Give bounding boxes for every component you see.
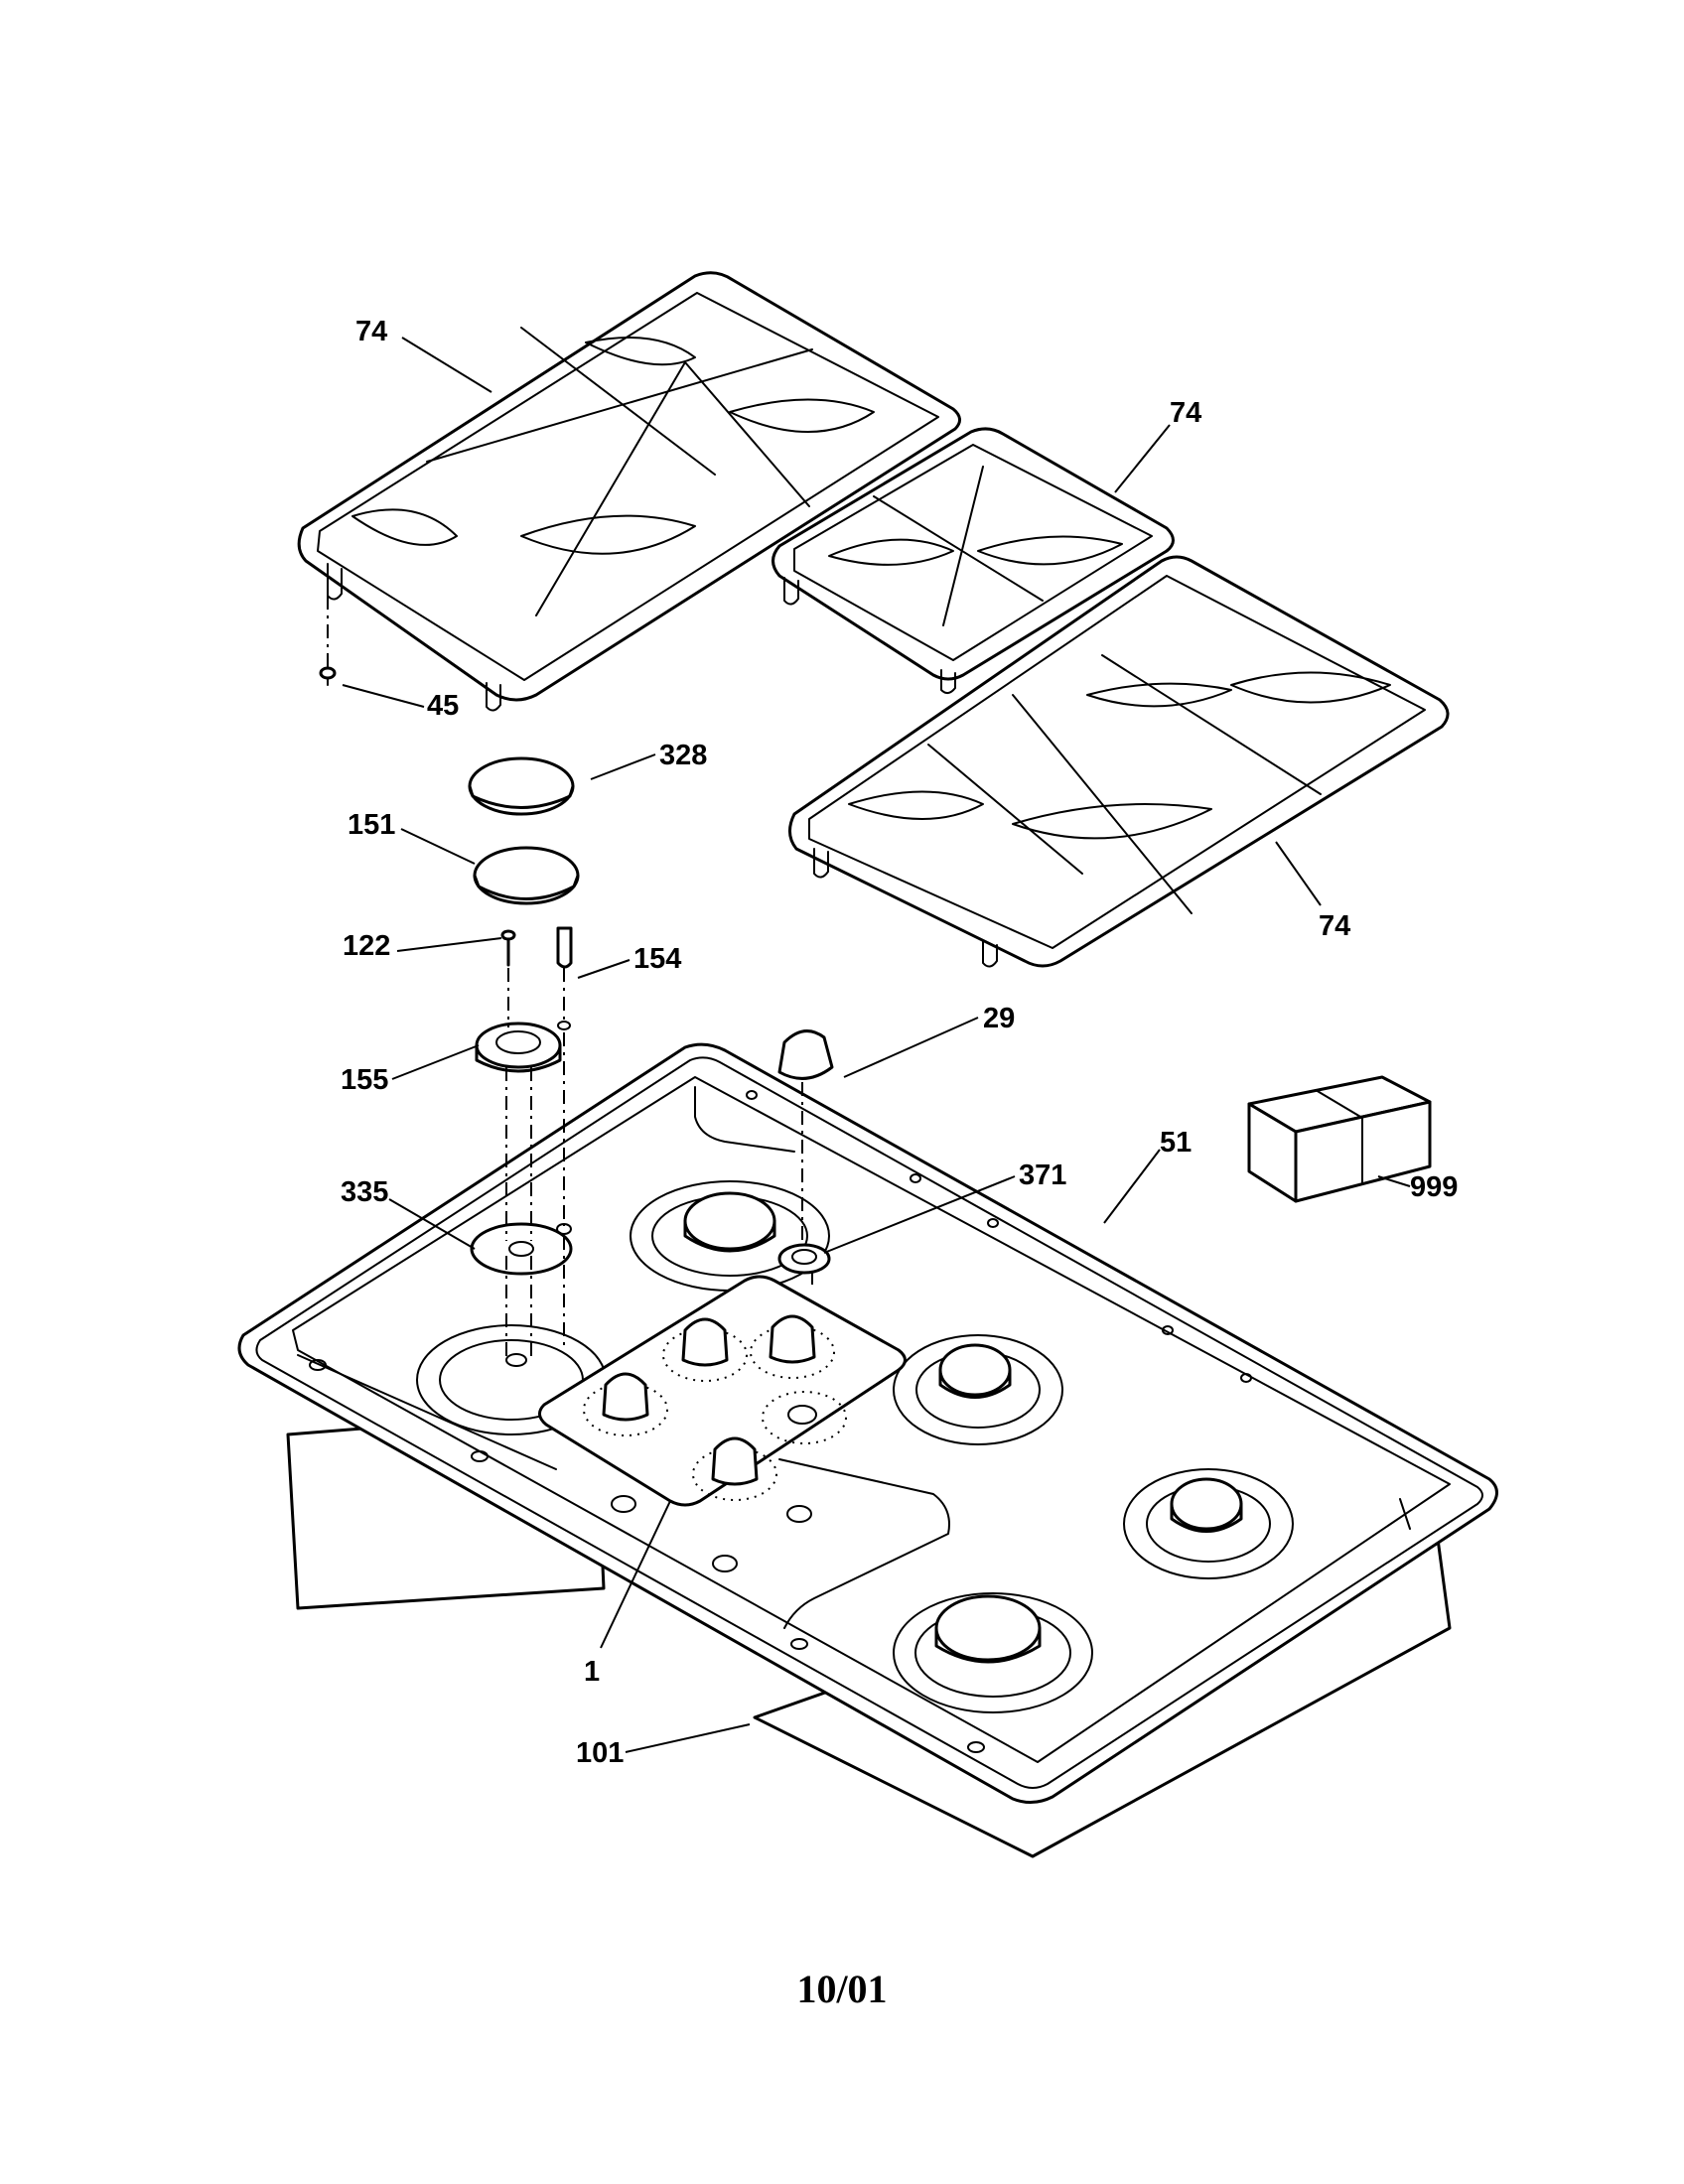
label-burner-head-155: 155 xyxy=(341,1064,388,1096)
grate-top-right xyxy=(772,427,1175,694)
bumper-part xyxy=(319,666,337,686)
bezel-part xyxy=(777,1243,831,1275)
packing-box xyxy=(1247,1075,1432,1203)
label-burner-cap-151: 151 xyxy=(348,809,395,841)
footer-date: 10/01 xyxy=(796,1967,887,2011)
label-burner-cap-328: 328 xyxy=(659,740,707,771)
electrode-part xyxy=(556,926,573,969)
part-labels: 74 74 74 45 328 151 122 154 29 155 335 3… xyxy=(341,316,1458,1769)
burner-head-part xyxy=(475,1021,571,1073)
leader-lines xyxy=(342,337,1411,1753)
label-grate-bottom-right: 74 xyxy=(1319,910,1350,942)
cooktop-burners xyxy=(416,1180,1294,1713)
burner-cap-328 xyxy=(468,756,575,816)
grate-top-left xyxy=(297,271,961,712)
grate-bottom-right xyxy=(788,555,1450,968)
explode-lines xyxy=(327,596,813,1360)
panel-knobs xyxy=(583,1314,847,1501)
label-panel-1: 1 xyxy=(584,1656,600,1688)
label-electrode-154: 154 xyxy=(633,943,681,975)
knob-part xyxy=(777,1029,834,1080)
label-knob-29: 29 xyxy=(983,1003,1015,1034)
label-insulation-101: 101 xyxy=(576,1737,624,1769)
label-seal-335: 335 xyxy=(341,1176,388,1208)
label-cooktop-51: 51 xyxy=(1160,1127,1192,1159)
label-grate-top-left: 74 xyxy=(355,316,387,347)
label-screw-122: 122 xyxy=(343,930,390,962)
label-packing-999: 999 xyxy=(1410,1171,1458,1203)
screw-part xyxy=(500,929,516,967)
seal-part xyxy=(470,1222,573,1367)
label-bumper: 45 xyxy=(427,690,459,722)
label-grate-top-right: 74 xyxy=(1170,397,1201,429)
control-panel xyxy=(538,1275,907,1507)
label-bezel-371: 371 xyxy=(1019,1160,1066,1191)
burner-cap-151 xyxy=(473,846,580,905)
